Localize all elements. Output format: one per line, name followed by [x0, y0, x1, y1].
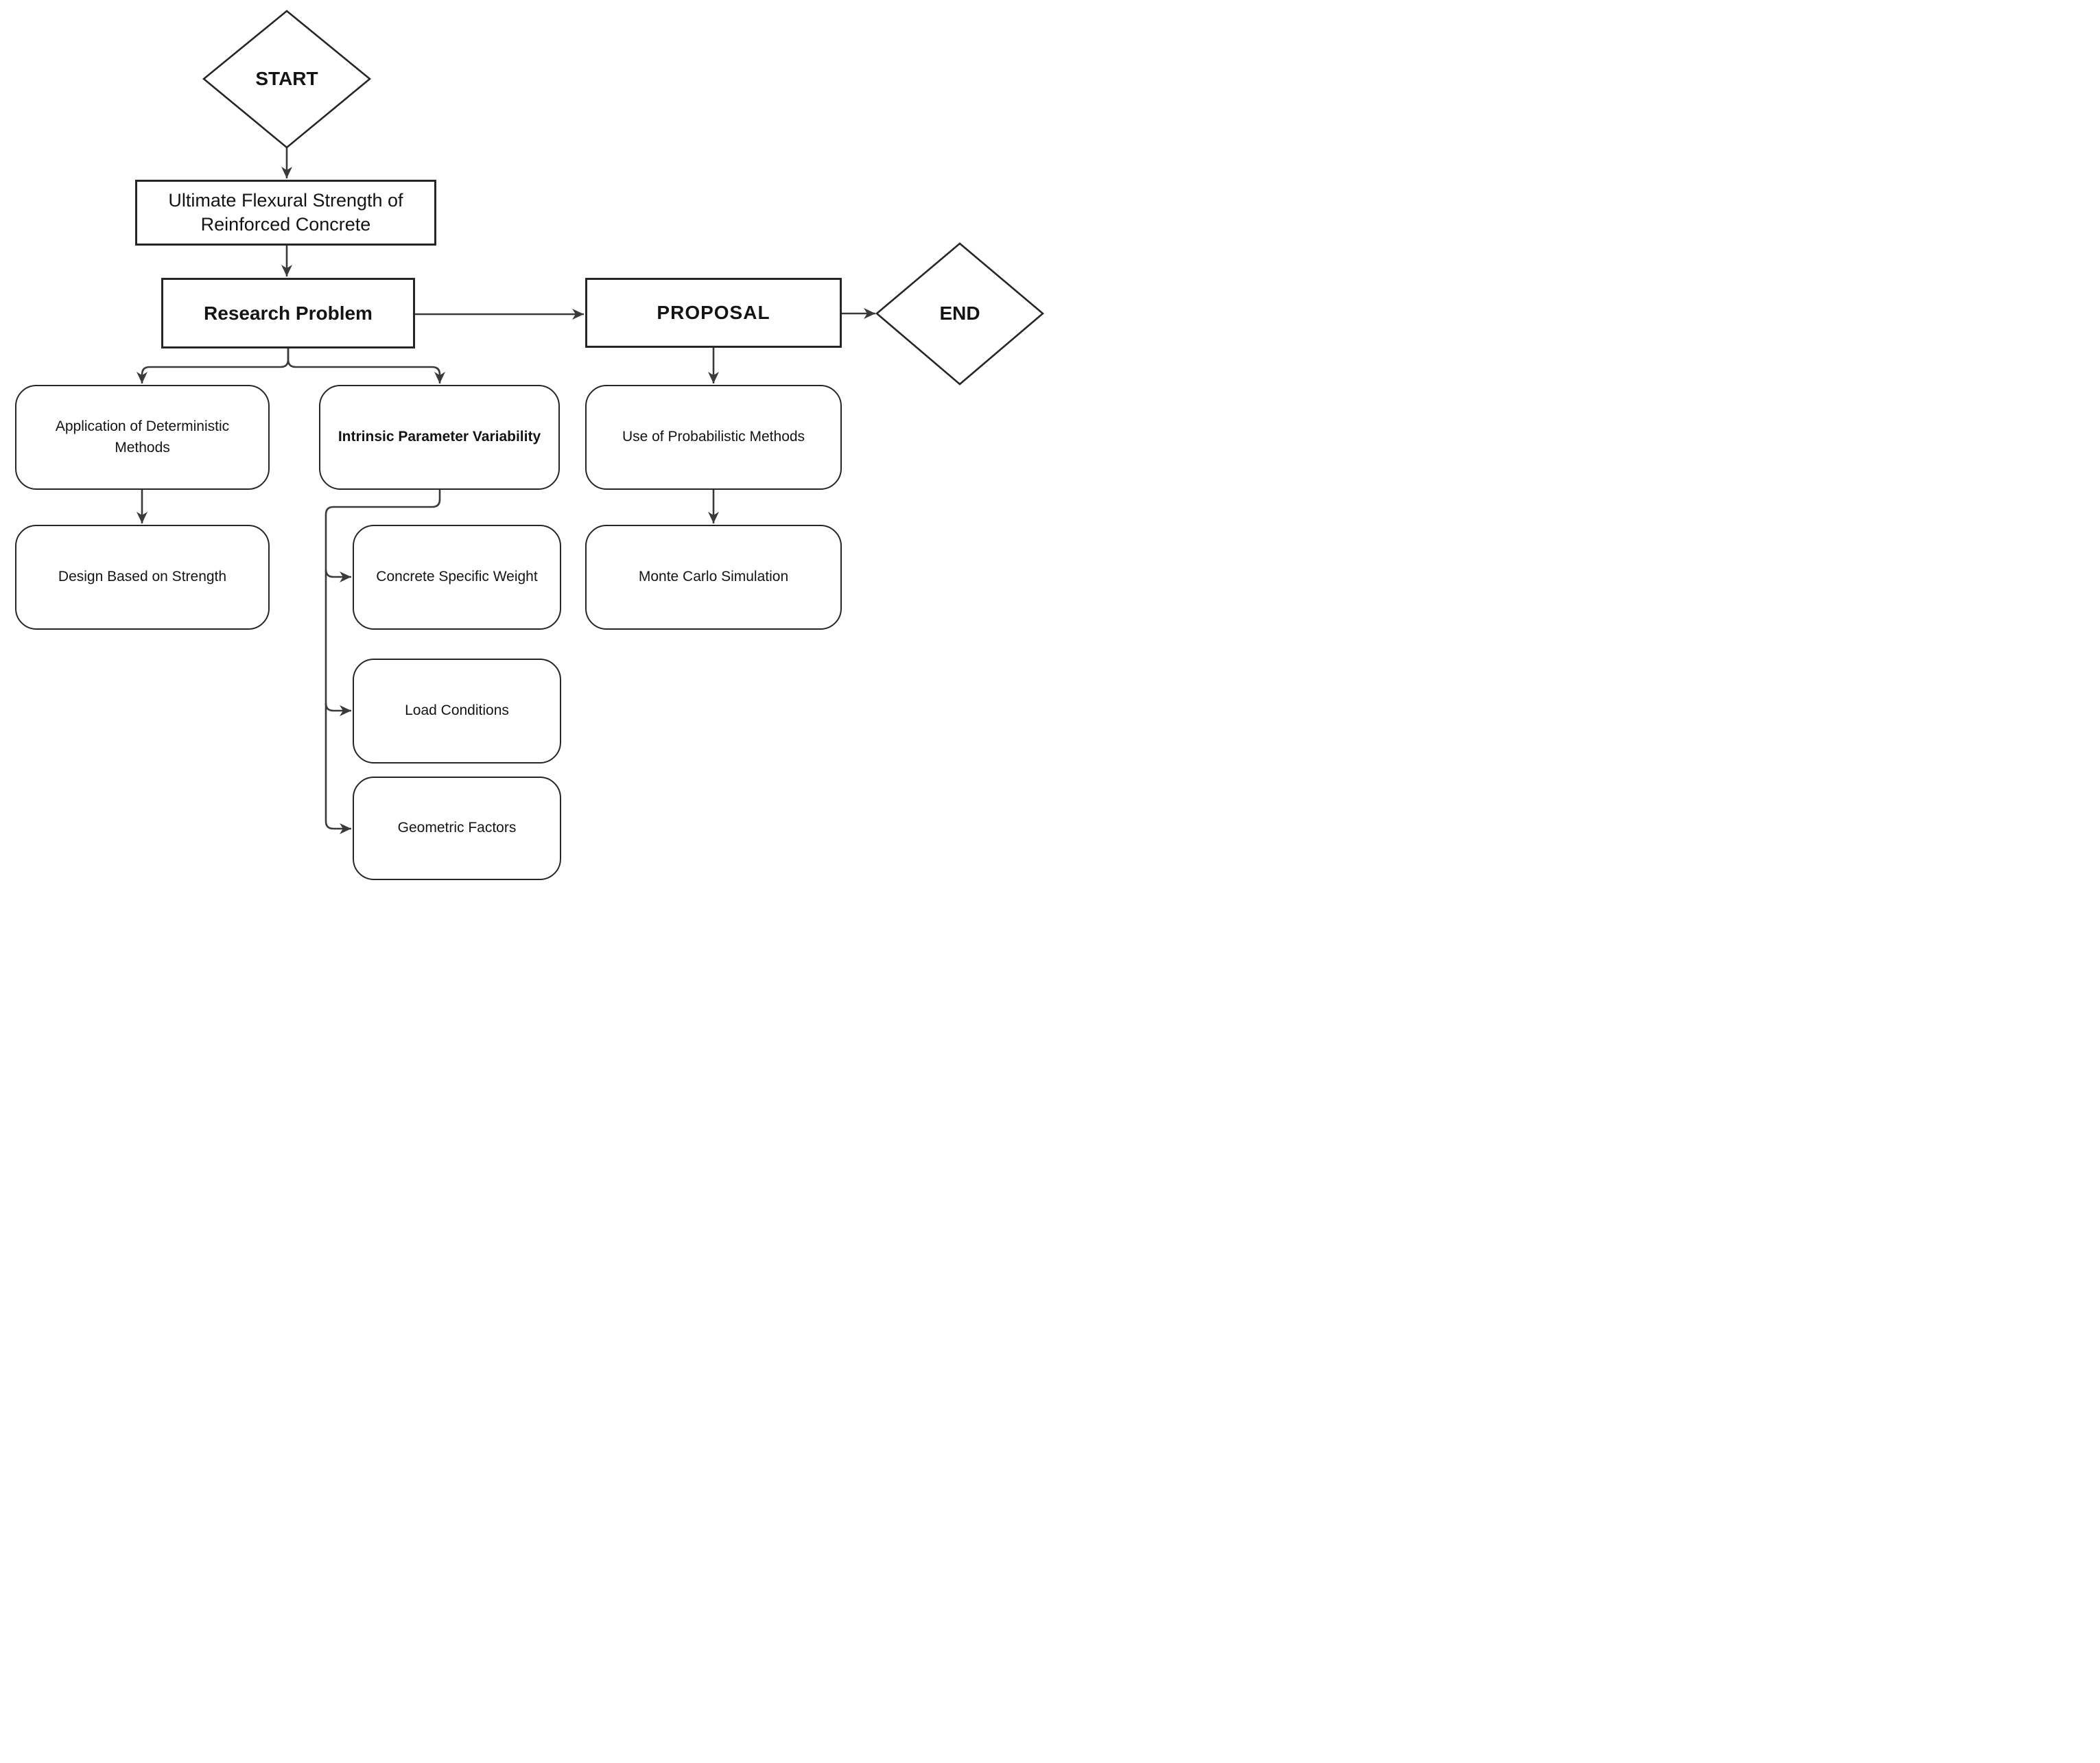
start-label: START — [255, 68, 318, 89]
arrow-intrinsic-spine-to-geometric-factors — [325, 490, 441, 834]
arrow-research-problem-to-intrinsic — [287, 348, 445, 383]
design-strength-box: Design Based on Strength — [15, 525, 270, 630]
end-diamond — [875, 242, 1045, 386]
monte-carlo-box: Monte Carlo Simulation — [585, 525, 842, 630]
topic-label: Ultimate Flexural Strength of Reinforced… — [168, 189, 403, 235]
arrow-research-problem-to-deterministic — [137, 348, 290, 383]
arrow-spine-to-load-conditions — [325, 702, 351, 716]
proposal-label: PROPOSAL — [657, 302, 770, 323]
concrete-weight-box: Concrete Specific Weight — [353, 525, 561, 630]
geometric-factors-label: Geometric Factors — [397, 820, 517, 836]
deterministic-methods-box: Application of Deterministic Methods — [15, 385, 270, 490]
monte-carlo-label: Monte Carlo Simulation — [638, 569, 789, 585]
geometric-factors-box: Geometric Factors — [353, 777, 561, 880]
start-diamond — [202, 10, 372, 149]
probabilistic-methods-label: Use of Probabilistic Methods — [622, 429, 805, 445]
design-strength-label: Design Based on Strength — [58, 569, 227, 585]
research-problem-box: Research Problem — [161, 278, 415, 348]
intrinsic-variability-box: Intrinsic Parameter Variability — [319, 385, 560, 490]
flowchart-connectors — [137, 10, 1045, 834]
end-label: END — [939, 303, 980, 324]
topic-box: Ultimate Flexural Strength of Reinforced… — [135, 180, 436, 246]
arrow-spine-to-concrete-weight — [325, 569, 351, 582]
load-conditions-box: Load Conditions — [353, 659, 561, 764]
load-conditions-label: Load Conditions — [405, 702, 509, 719]
research-problem-label: Research Problem — [204, 302, 373, 324]
flowchart-canvas: START END Ultimate Flexural Strength of … — [0, 0, 1050, 882]
concrete-weight-label: Concrete Specific Weight — [376, 569, 538, 585]
deterministic-methods-label: Application of Deterministic Methods — [55, 418, 230, 455]
intrinsic-variability-label: Intrinsic Parameter Variability — [338, 429, 541, 445]
proposal-box: PROPOSAL — [585, 278, 842, 348]
probabilistic-methods-box: Use of Probabilistic Methods — [585, 385, 842, 490]
